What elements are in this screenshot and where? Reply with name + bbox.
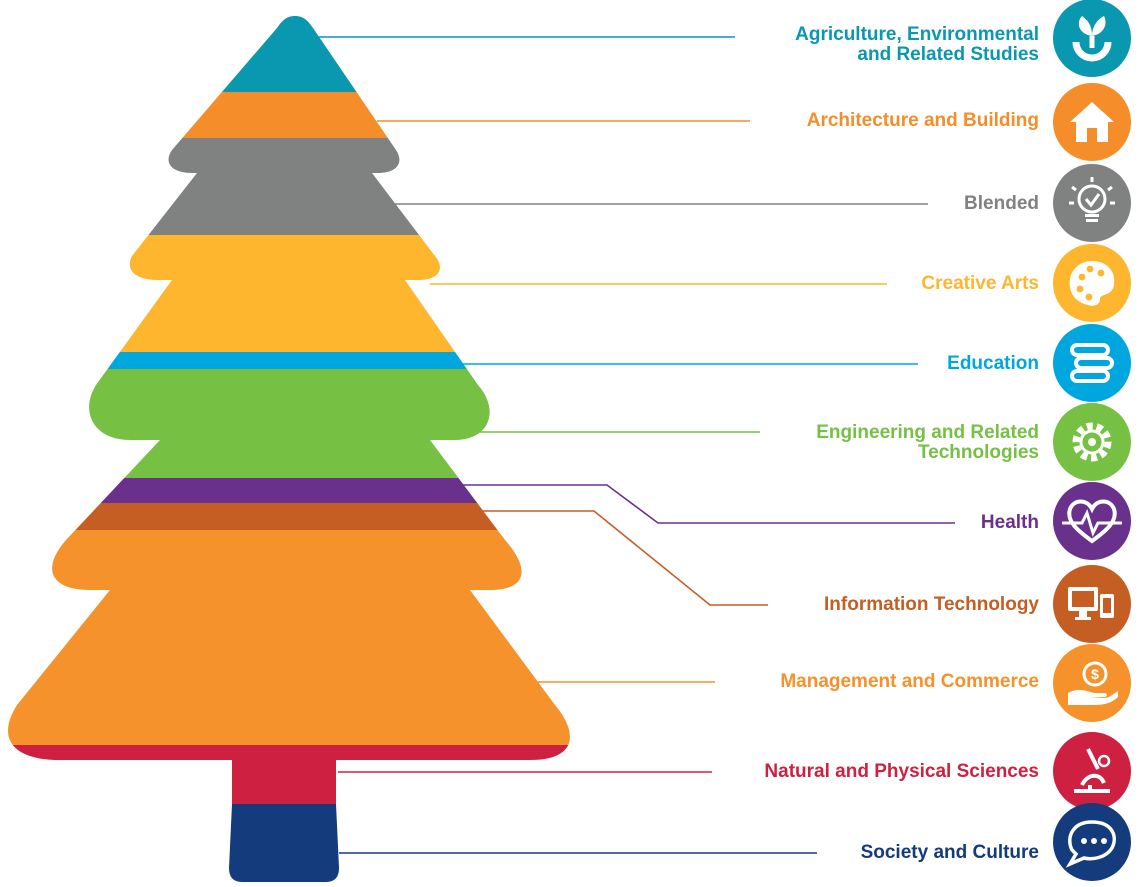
label-society: Society and Culture: [861, 843, 1039, 863]
speech-bubble-icon: [1053, 803, 1131, 881]
tree-band-agriculture: [8, 16, 570, 92]
tree-band-architecture: [8, 92, 570, 138]
label-line: Information Technology: [824, 594, 1039, 615]
tree-band-management: [8, 530, 570, 745]
label-architecture: Architecture and Building: [807, 111, 1039, 131]
label-line: and Related Studies: [857, 44, 1039, 65]
label-line: Technologies: [917, 442, 1039, 463]
label-blended: Blended: [964, 194, 1039, 214]
label-line: Education: [947, 353, 1039, 374]
label-line: Agriculture, Environmental: [795, 24, 1039, 45]
label-line: Management and Commerce: [780, 671, 1039, 692]
leader-line-information-technology: [462, 510, 768, 606]
leader-line-health: [430, 484, 955, 524]
label-health: Health: [981, 513, 1039, 533]
tree-band-education: [8, 352, 570, 369]
house-icon: [1053, 83, 1131, 161]
label-management: Management and Commerce: [780, 672, 1039, 692]
money-hand-icon: $: [1053, 644, 1131, 722]
label-line: Natural and Physical Sciences: [764, 761, 1039, 782]
sprout-icon: [1053, 0, 1131, 77]
label-line: Blended: [964, 193, 1039, 214]
tree-band-natural-sciences: [8, 745, 570, 760]
label-line: Architecture and Building: [806, 110, 1039, 131]
devices-icon: [1053, 565, 1131, 643]
label-information-technology: Information Technology: [824, 595, 1039, 615]
palette-icon: [1053, 244, 1131, 322]
books-icon: [1053, 324, 1131, 402]
tree-band-health: [8, 478, 570, 503]
label-natural-sciences: Natural and Physical Sciences: [764, 762, 1039, 782]
tree-band-creative-arts: [8, 235, 570, 352]
svg-text:$: $: [1091, 666, 1099, 682]
tree-band-information-technology: [8, 503, 570, 530]
label-line: Society and Culture: [860, 842, 1039, 863]
trunk-lower: [229, 804, 339, 882]
heartbeat-icon: [1053, 482, 1131, 560]
label-creative-arts: Creative Arts: [921, 274, 1039, 294]
lightbulb-icon: [1053, 164, 1131, 242]
label-line: Engineering and Related: [816, 422, 1039, 443]
microscope-icon: [1053, 732, 1131, 810]
label-line: Health: [980, 512, 1039, 533]
trunk-upper: [232, 758, 336, 806]
tree-band-engineering: [8, 369, 570, 478]
label-education: Education: [947, 354, 1039, 374]
gear-icon: [1053, 403, 1131, 481]
tree-band-blended: [8, 138, 570, 235]
label-line: Creative Arts: [921, 273, 1039, 294]
